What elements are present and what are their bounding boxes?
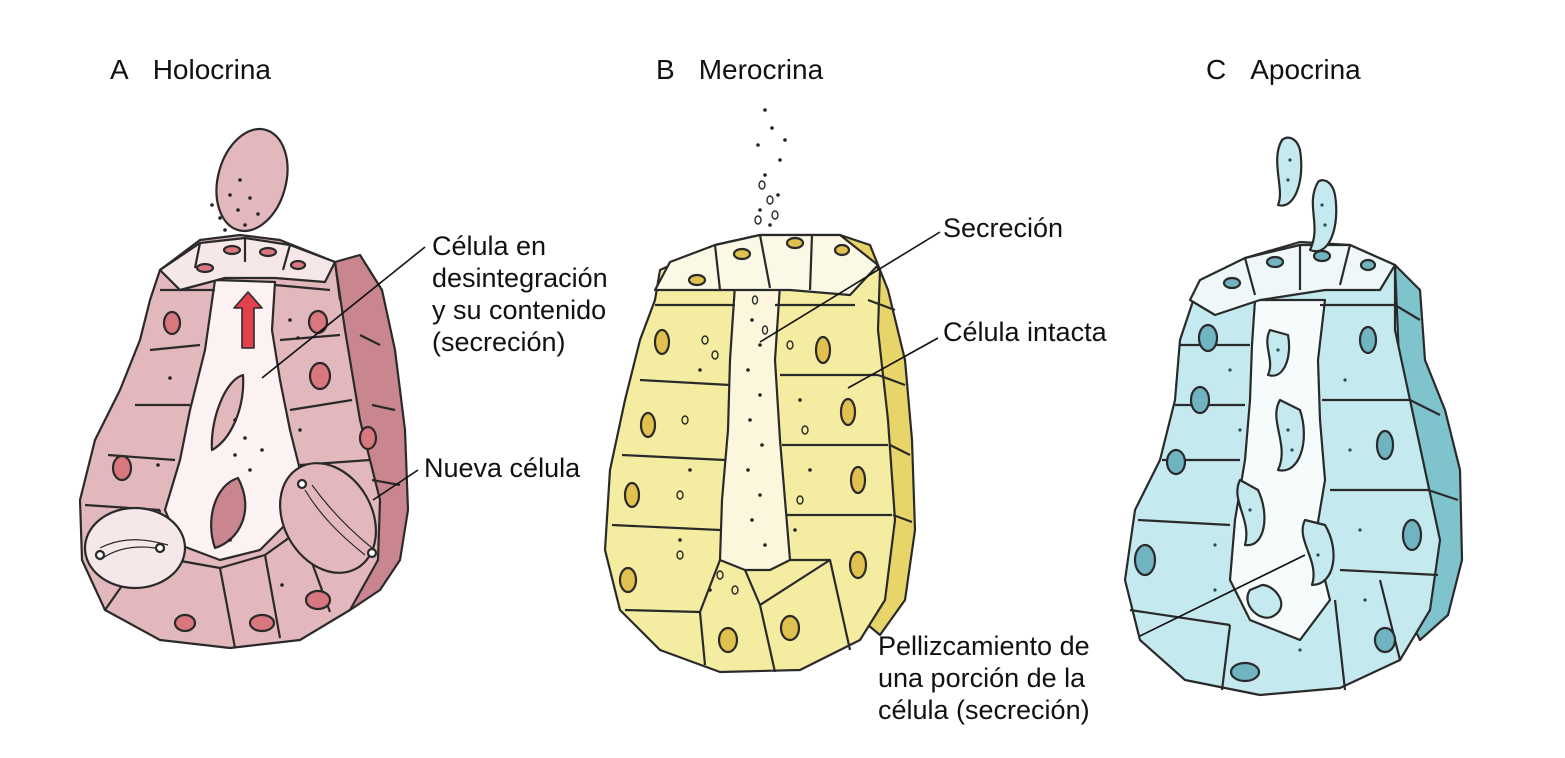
panel-c-title: C Apocrina <box>1206 54 1361 86</box>
label-intact-cell: Célula intacta <box>943 317 1107 347</box>
label-disintegrating-line-1: Célula en <box>432 231 547 261</box>
apocrine-released-secretion-1 <box>1276 136 1303 207</box>
panel-a-name: Holocrina <box>152 54 271 85</box>
panel-b-letter: B <box>656 54 675 85</box>
label-disintegrating-line-3: y su contenido <box>432 295 607 325</box>
label-disintegrating-line-4: (secreción) <box>432 327 566 357</box>
panel-b-title: B Merocrina <box>656 54 823 86</box>
merocrine-lumen <box>718 283 792 572</box>
apocrine-dots <box>1213 158 1367 652</box>
label-disintegrating-cell: Célula en desintegración y su contenido … <box>432 230 608 358</box>
merocrine-gland <box>603 233 917 674</box>
label-new-cell: Nueva célula <box>424 453 581 483</box>
panel-c-letter: C <box>1206 54 1227 85</box>
label-pinching-line-1: Pellizcamiento de <box>878 631 1090 661</box>
label-pinching: Pellizcamiento de una porción de la célu… <box>878 630 1090 726</box>
label-disintegrating-line-2: desintegración <box>432 263 608 293</box>
panel-b-name: Merocrina <box>698 54 824 85</box>
panel-c-name: Apocrina <box>1250 54 1361 85</box>
panel-a-letter: A <box>110 54 129 85</box>
apocrine-released-secretion-2 <box>1308 179 1338 253</box>
holocrine-arrow <box>233 291 263 349</box>
holocrine-gland <box>78 127 410 650</box>
label-secretion: Secreción <box>943 213 1064 243</box>
holocrine-released-secretion <box>215 127 289 233</box>
label-pinching-line-3: célula (secreción) <box>878 695 1090 725</box>
apocrine-gland <box>1123 136 1464 697</box>
merocrine-secretion-granules <box>678 108 812 592</box>
panel-a-title: A Holocrina <box>110 54 271 86</box>
label-pinching-line-2: una porción de la <box>878 663 1086 693</box>
holocrine-dots <box>156 178 302 587</box>
